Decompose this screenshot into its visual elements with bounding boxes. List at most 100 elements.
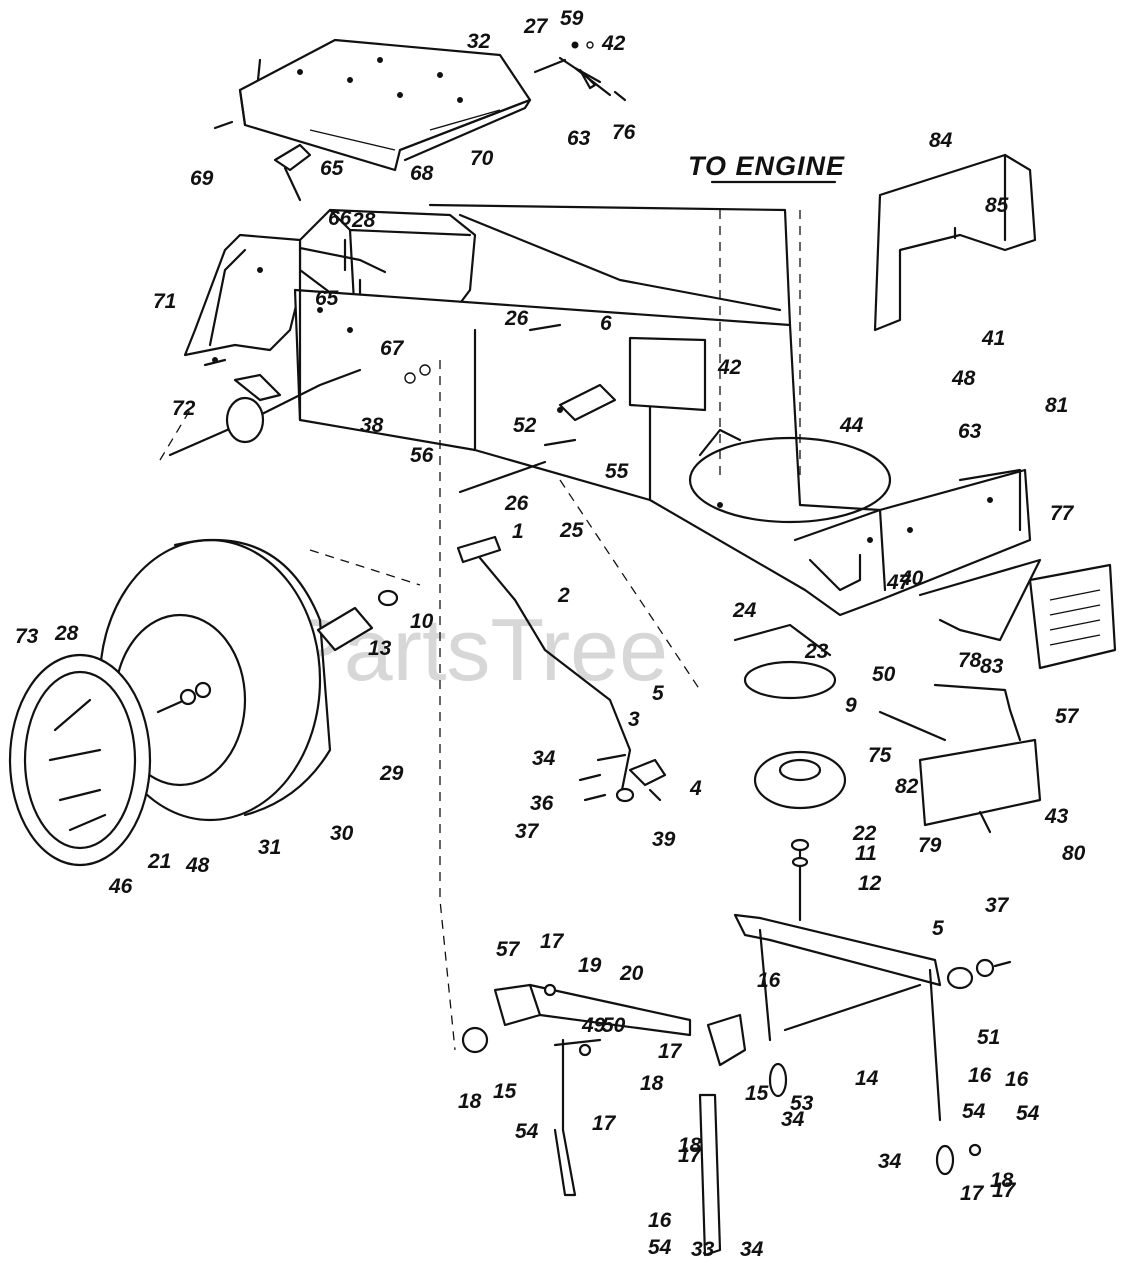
seat-bolts: [213, 58, 262, 130]
rear-axle: [168, 358, 431, 457]
callout-14: 14: [855, 1067, 879, 1090]
callout-4: 4: [689, 777, 702, 800]
callout-43: 43: [1044, 805, 1069, 828]
callout-31: 31: [258, 836, 281, 859]
callout-24: 24: [732, 599, 757, 622]
callout-54: 54: [962, 1100, 986, 1123]
callout-77: 77: [1050, 502, 1075, 525]
callout-38: 38: [360, 414, 384, 437]
callout-36: 36: [530, 792, 554, 815]
callout-48: 48: [951, 367, 976, 390]
callout-50: 50: [872, 663, 896, 686]
callout-55: 55: [605, 460, 629, 483]
callout-40: 40: [899, 567, 924, 590]
callout-23: 23: [804, 640, 829, 663]
callout-46: 46: [108, 875, 133, 898]
callout-1: 1: [512, 520, 524, 543]
callout-54: 54: [515, 1120, 539, 1143]
callout-28: 28: [54, 622, 79, 645]
callout-83: 83: [980, 655, 1004, 678]
lift-linkage-left: [461, 983, 747, 1257]
callout-17: 17: [540, 930, 565, 953]
bracket-plate: [528, 323, 707, 447]
callout-34: 34: [781, 1108, 805, 1131]
callout-30: 30: [330, 822, 354, 845]
callout-29: 29: [379, 762, 404, 785]
callout-17: 17: [592, 1112, 617, 1135]
callout-18: 18: [678, 1134, 702, 1157]
callout-76: 76: [612, 121, 636, 144]
callout-32: 32: [467, 30, 491, 53]
callout-2: 2: [557, 584, 570, 607]
callout-17: 17: [678, 1144, 703, 1167]
callout-28: 28: [351, 209, 376, 232]
to-engine-heading: TO ENGINE: [688, 151, 845, 181]
callout-5: 5: [932, 917, 944, 940]
callout-56: 56: [410, 444, 434, 467]
callout-15: 15: [745, 1082, 769, 1105]
callout-59: 59: [560, 7, 584, 30]
callout-41: 41: [981, 327, 1005, 350]
callout-85: 85: [985, 194, 1009, 217]
wheel-bolt: [156, 681, 212, 714]
seat-spring-assembly: [533, 41, 627, 102]
callout-48: 48: [185, 854, 210, 877]
callout-78: 78: [958, 649, 982, 672]
callout-34: 34: [532, 747, 556, 770]
callout-27: 27: [523, 15, 549, 38]
callout-9: 9: [845, 694, 857, 717]
callout-72: 72: [172, 397, 196, 420]
lift-linkage-right: [733, 913, 1012, 1176]
callout-37: 37: [515, 820, 540, 843]
callout-13: 13: [368, 637, 392, 660]
callout-5: 5: [652, 682, 664, 705]
callout-10: 10: [410, 610, 434, 633]
callout-39: 39: [652, 828, 676, 851]
callout-63: 63: [567, 127, 591, 150]
callout-34: 34: [740, 1238, 764, 1261]
callout-12: 12: [858, 872, 882, 895]
callout-42: 42: [717, 356, 742, 379]
front-grille: [1028, 563, 1117, 670]
callout-18: 18: [990, 1169, 1014, 1192]
electric-clutch: [733, 623, 847, 922]
callout-80: 80: [1062, 842, 1086, 865]
callout-53: 53: [790, 1092, 814, 1115]
callout-26: 26: [504, 492, 529, 515]
callout-33: 33: [691, 1238, 715, 1261]
callout-11: 11: [855, 842, 877, 865]
callout-68: 68: [410, 162, 434, 185]
callout-84: 84: [929, 129, 953, 152]
callout-17: 17: [960, 1182, 985, 1205]
callout-71: 71: [153, 290, 176, 313]
callout-54: 54: [648, 1236, 672, 1259]
callout-82: 82: [895, 775, 919, 798]
callout-16: 16: [968, 1064, 992, 1087]
rear-fender: [183, 233, 302, 363]
rod-27: [458, 460, 547, 494]
callout-3: 3: [628, 708, 640, 731]
muffler: [878, 683, 1042, 834]
pedal-bolts: [578, 773, 662, 802]
callout-57: 57: [1055, 705, 1080, 728]
callout-65: 65: [315, 287, 339, 310]
callout-70: 70: [470, 147, 494, 170]
callout-67: 67: [380, 337, 405, 360]
seat-pan: [238, 38, 532, 172]
callout-16: 16: [1005, 1068, 1029, 1091]
callout-79: 79: [918, 834, 942, 857]
callout-15: 15: [493, 1080, 517, 1103]
callout-19: 19: [578, 954, 602, 977]
callout-16: 16: [757, 969, 781, 992]
brake-pedal: [456, 535, 667, 803]
callout-18: 18: [640, 1072, 664, 1095]
callout-18: 18: [458, 1090, 482, 1113]
callout-25: 25: [559, 519, 584, 542]
assembly-guidelines: [159, 210, 801, 1051]
callout-52: 52: [513, 414, 537, 437]
callout-65: 65: [320, 157, 344, 180]
callout-49: 49: [581, 1014, 606, 1037]
main-frame: [293, 203, 1032, 617]
